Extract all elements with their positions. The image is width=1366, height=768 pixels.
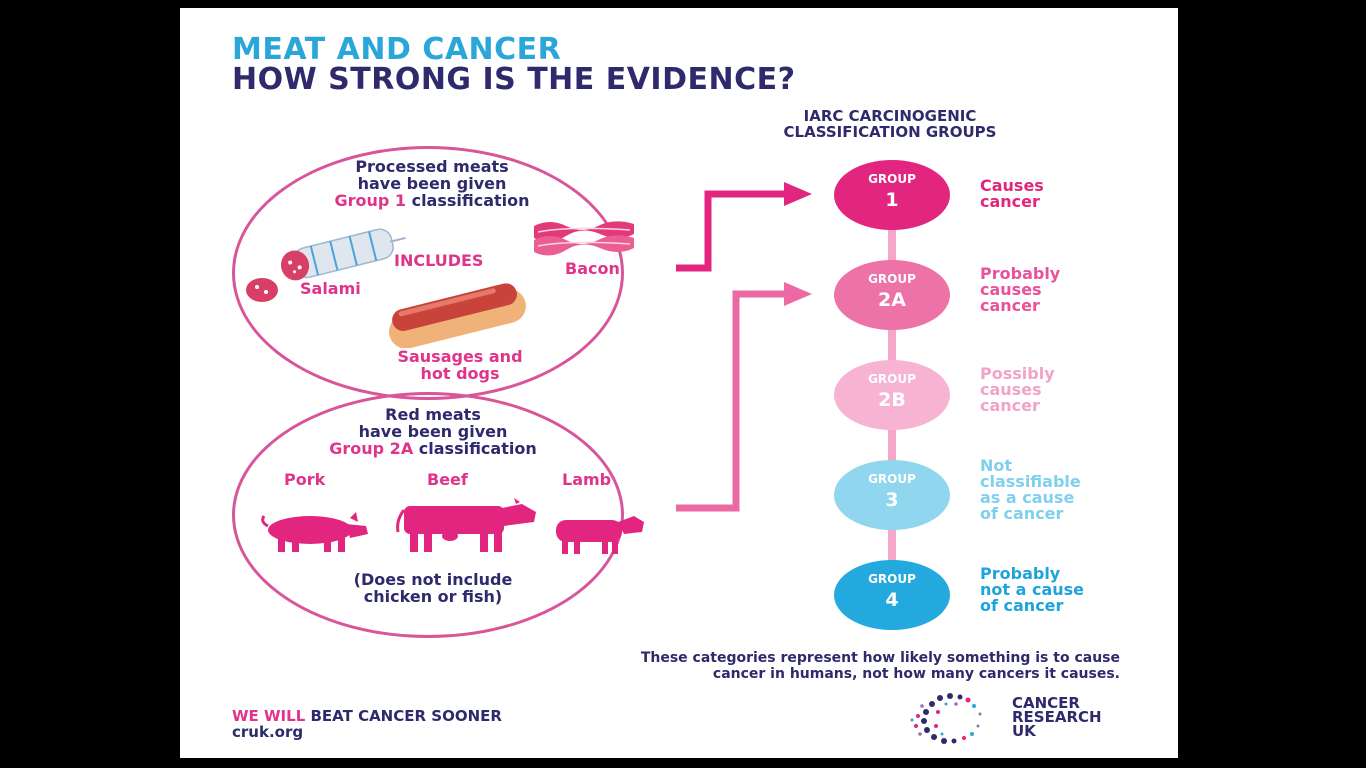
group-0-circle: GROUP 1 <box>834 160 950 230</box>
iarc-heading: IARC CARCINOGENIC CLASSIFICATION GROUPS <box>720 108 1060 140</box>
group-number: 4 <box>885 589 899 611</box>
org-line-3: UK <box>1012 722 1036 740</box>
red-meats-heading: Red meats have been given Group 2A class… <box>308 406 558 457</box>
group-description-line: not a cause <box>980 580 1085 599</box>
footer-note-line-1: These categories represent how likely so… <box>640 650 1120 666</box>
sausages-line-2: hot dogs <box>420 364 500 383</box>
beef-label: Beef <box>427 470 468 489</box>
title-line-1: MEAT AND CANCER <box>232 32 562 67</box>
hot-dog-icon <box>389 283 526 348</box>
note-line-2: chicken or fish) <box>363 587 503 606</box>
sausages-label: Sausages and hot dogs <box>340 348 580 382</box>
group-description-line: as a cause <box>980 488 1075 507</box>
sausages-line-1: Sausages and <box>397 347 523 366</box>
bacon-label: Bacon <box>565 259 620 278</box>
group-2-circle: GROUP 2B <box>834 360 950 430</box>
arrow-to-group-1 <box>676 190 784 272</box>
group-4-circle: GROUP 4 <box>834 560 950 630</box>
cow-icon <box>396 498 536 552</box>
slogan-navy: BEAT CANCER SOONER <box>305 707 502 725</box>
red-meats-circle <box>232 392 624 638</box>
connector-arrows <box>676 182 812 512</box>
group-number: 3 <box>885 489 899 511</box>
processed-line-1: Processed meats <box>355 157 509 176</box>
iarc-heading-line-1: IARC CARCINOGENIC <box>803 107 977 125</box>
group-description-line: causes <box>980 280 1042 299</box>
group-label: GROUP <box>868 472 916 486</box>
org-line-2: RESEARCH <box>1012 708 1102 726</box>
includes-label: INCLUDES <box>394 251 484 270</box>
title-line-2: HOW STRONG IS THE EVIDENCE? <box>232 62 796 97</box>
group-description-line: cancer <box>980 296 1040 315</box>
processed-group-label: Group 1 <box>334 191 407 210</box>
group-description-line: Causes <box>980 176 1044 195</box>
infographic-panel: MEAT AND CANCER HOW STRONG IS THE EVIDEN… <box>180 8 1178 758</box>
red-line-1: Red meats <box>385 405 481 424</box>
bacon-icon <box>534 221 634 256</box>
arrow-head-group-1 <box>784 182 812 206</box>
slogan: WE WILL BEAT CANCER SOONER <box>232 708 502 724</box>
group-description-line: Probably <box>980 564 1061 583</box>
processed-classification-label: classification <box>406 191 530 210</box>
group-description-line: of cancer <box>980 504 1064 523</box>
pig-icon <box>261 512 368 552</box>
group-description-line: Not <box>980 456 1013 475</box>
processed-line-3: Group 1 classification <box>312 192 552 209</box>
note-line-1: (Does not include <box>353 570 513 589</box>
group-description-line: of cancer <box>980 596 1064 615</box>
group-description-line: Possibly <box>980 364 1055 383</box>
red-group-label: Group 2A <box>329 439 414 458</box>
red-meats-note: (Does not include chicken or fish) <box>318 571 548 605</box>
lamb-icon <box>556 516 644 554</box>
group-1-circle: GROUP 2A <box>834 260 950 330</box>
group-number: 1 <box>885 189 899 211</box>
arrow-head-group-2a <box>784 282 812 306</box>
website-url: cruk.org <box>232 723 304 741</box>
pork-label: Pork <box>284 470 326 489</box>
iarc-heading-line-2: CLASSIFICATION GROUPS <box>783 123 997 141</box>
footer-note: These categories represent how likely so… <box>480 650 1120 682</box>
red-line-2: have been given <box>358 422 508 441</box>
group-label: GROUP <box>868 272 916 286</box>
processed-meats-heading: Processed meats have been given Group 1 … <box>312 158 552 209</box>
group-number: 2B <box>878 389 906 411</box>
group-label: GROUP <box>868 572 916 586</box>
group-label: GROUP <box>868 372 916 386</box>
group-description-line: cancer <box>980 192 1040 211</box>
red-line-3: Group 2A classification <box>308 440 558 457</box>
org-line-1: CANCER <box>1012 694 1080 712</box>
group-label: GROUP <box>868 172 916 186</box>
salami-icon <box>246 228 406 302</box>
footer-note-line-2: cancer in humans, not how many cancers i… <box>712 666 1120 682</box>
group-description-line: cancer <box>980 396 1040 415</box>
cruk-logo-icon <box>910 693 982 744</box>
group-3-circle: GROUP 3 <box>834 460 950 530</box>
red-classification-label: classification <box>413 439 537 458</box>
processed-line-2: have been given <box>357 174 507 193</box>
group-description-line: Probably <box>980 264 1061 283</box>
slogan-pink: WE WILL <box>232 707 306 725</box>
salami-label: Salami <box>300 279 361 298</box>
arrow-to-group-2a <box>676 290 784 512</box>
organisation-name: CANCER RESEARCH UK <box>1012 694 1102 740</box>
group-number: 2A <box>878 289 906 311</box>
group-description-line: causes <box>980 380 1042 399</box>
lamb-label: Lamb <box>562 470 612 489</box>
group-description-line: classifiable <box>980 472 1081 491</box>
